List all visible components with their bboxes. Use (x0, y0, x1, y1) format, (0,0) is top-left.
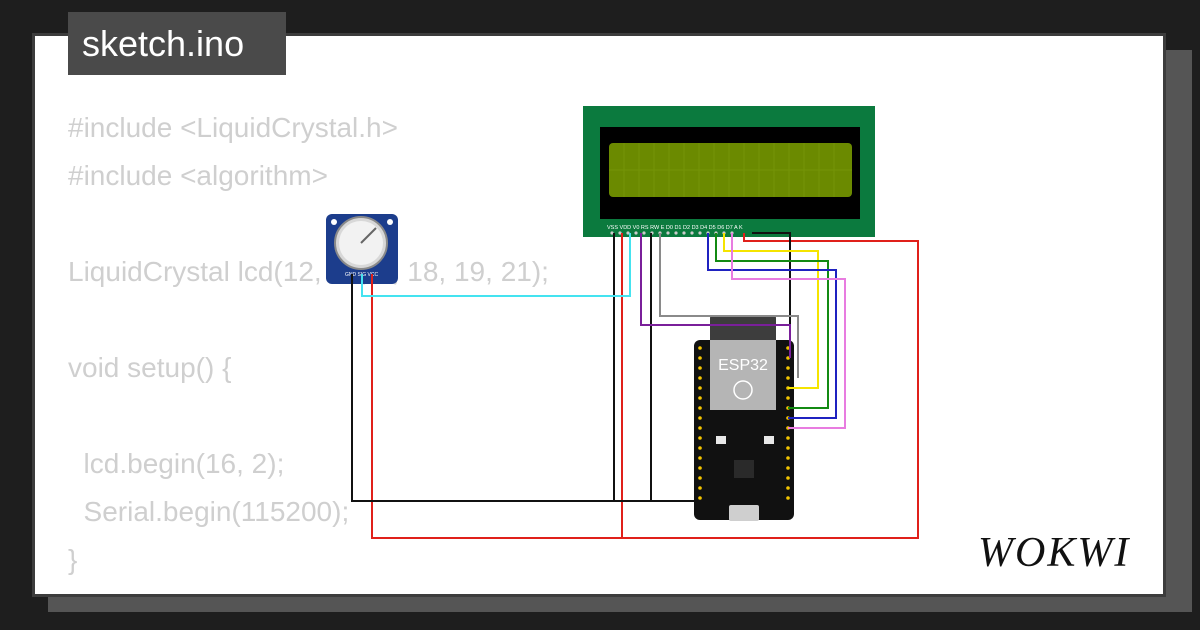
code-line: Serial.begin(115200); (68, 496, 350, 527)
esp32-board[interactable]: ESP32 (694, 316, 794, 521)
wire-d7-pink (731, 233, 846, 429)
wire-vdd-red (371, 233, 623, 539)
lcd-character-grid (609, 143, 852, 197)
board-label: ESP32 (718, 357, 768, 374)
wire-d6-green (715, 233, 829, 409)
wire-vss-black (613, 233, 694, 502)
usb-port (729, 505, 759, 521)
wires (351, 232, 919, 539)
pot-indicator (360, 227, 377, 244)
wire-a-red (622, 233, 919, 539)
wire-rw-black (650, 233, 694, 502)
wire-pot-gnd-black (351, 274, 614, 502)
wire-d4-blue (707, 233, 837, 419)
code-line: void setup() { (68, 352, 232, 383)
code-line: lcd.begin(16, 2); (68, 448, 285, 479)
code-line: #include <algorithm> (68, 160, 328, 191)
wokwi-logo-text: WOKWI (978, 530, 1130, 576)
potentiometer[interactable]: GND SIG VCC (326, 214, 398, 284)
wire-v0-cyan (361, 233, 631, 297)
file-tab[interactable]: sketch.ino (68, 12, 286, 75)
code-line: LiquidCrystal lcd(12, 13, 5, 18, 19, 21)… (68, 256, 549, 287)
esp32-left-pins (698, 346, 702, 500)
lcd-module[interactable]: VSS VDD V0 RS RW E D0 D1 D2 D3 D4 D5 D6 … (583, 106, 875, 237)
wire-d5-yellow (723, 233, 819, 389)
espressif-logo-icon (733, 380, 753, 400)
wokwi-logo[interactable]: WOKWI (978, 522, 1148, 578)
wire-k-black (752, 232, 791, 348)
code-preview: #include <LiquidCrystal.h> #include <algo… (68, 104, 549, 584)
wire-e-gray (659, 233, 799, 378)
usb-chip (734, 460, 754, 478)
wire-rs-purple (640, 233, 791, 358)
lcd-pin-labels: VSS VDD V0 RS RW E D0 D1 D2 D3 D4 D5 D6 … (607, 225, 743, 231)
code-line: #include <LiquidCrystal.h> (68, 112, 398, 143)
code-line: } (68, 544, 78, 575)
